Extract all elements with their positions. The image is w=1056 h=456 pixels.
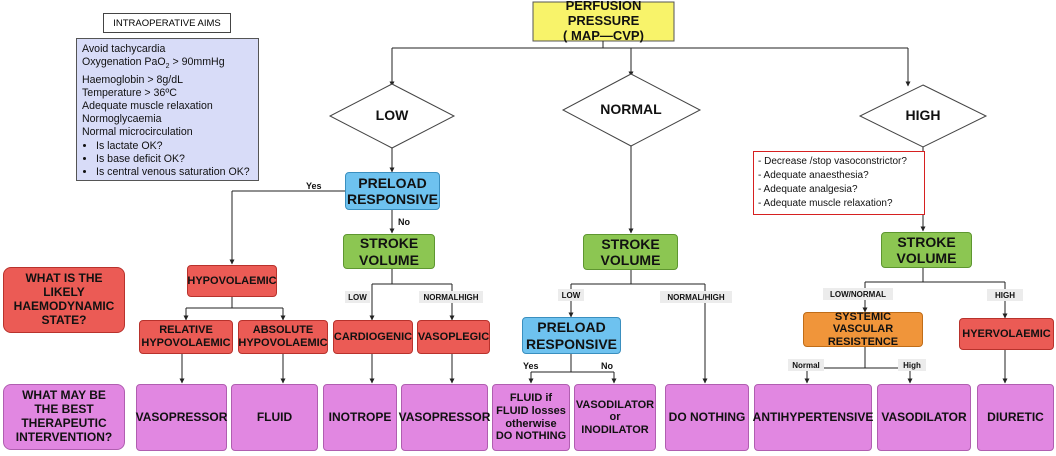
cardiogenic-node: CARDIOGENIC — [333, 320, 413, 354]
check-item: - Adequate muscle relaxation? — [758, 198, 893, 209]
node-line: SYSTEMIC VASCULAR — [832, 310, 894, 336]
aim-item: Haemoglobin > 8g/dL — [82, 73, 184, 86]
edge-tag-high: HIGH — [987, 289, 1023, 301]
aim-item: Normoglycaemia — [82, 113, 162, 126]
vasoplegic-node: VASOPLEGIC — [417, 320, 490, 354]
intervention-inotrope: INOTROPE — [323, 384, 397, 451]
edge-label-yes: Yes — [306, 181, 322, 191]
systemic-vascular-resistence-node: SYSTEMIC VASCULAR RESISTENCE — [803, 310, 923, 348]
node-line: RELATIVE — [159, 324, 213, 337]
intraoperative-aims-box: Avoid tachycardia Oxygenation PaO2 > 90m… — [76, 38, 259, 181]
intervention-line: DO NOTHING — [495, 430, 567, 443]
intervention-line: otherwise — [505, 417, 557, 430]
edge-tag-low-normal: LOW/NORMAL — [823, 288, 893, 300]
preload-responsive-node-2: PRELOAD RESPONSIVE — [522, 317, 621, 354]
intervention-line: VASODILATOR — [575, 398, 655, 411]
intraoperative-aims-title: INTRAOPERATIVE AIMS — [103, 13, 231, 33]
node-line: STROKE — [897, 233, 956, 250]
hypovolaemic-node: HYPOVOLAEMIC — [187, 265, 277, 297]
edge-label-no: No — [398, 217, 410, 227]
intervention-vasopressor-1: VASOPRESSOR — [136, 384, 227, 451]
intervention-diuretic: DIURETIC — [977, 384, 1054, 451]
perfusion-pressure-line1: PERFUSION PRESSURE — [565, 0, 642, 29]
node-line: PRELOAD — [537, 319, 606, 336]
stroke-volume-high-node: STROKE VOLUME — [881, 232, 972, 268]
node-line: VOLUME — [600, 252, 661, 268]
aim-item: Avoid tachycardia — [82, 43, 166, 55]
aim-bullet: Is base deficit OK? — [96, 153, 253, 166]
aim-item: Adequate muscle relaxation — [82, 99, 213, 112]
check-item: - Decrease /stop vasoconstrictor? — [758, 156, 907, 167]
intervention-vasopressor-2: VASOPRESSOR — [399, 384, 490, 451]
intervention-vasodilator-or-inodilator: VASODILATOR or INODILATOR — [574, 384, 656, 451]
intervention-fluid-if: FLUID if FLUID losses otherwise DO NOTHI… — [492, 384, 570, 451]
stroke-volume-low-node: STROKE VOLUME — [343, 234, 435, 269]
node-line: STROKE — [601, 235, 660, 252]
node-line: VOLUME — [896, 250, 957, 266]
decision-normal-label: NORMAL — [600, 101, 662, 117]
node-line: ABSOLUTE — [252, 324, 314, 337]
stroke-volume-normal-node: STROKE VOLUME — [583, 234, 678, 270]
intervention-label-line: THERAPEUTIC — [21, 416, 107, 430]
decision-low-label: LOW — [375, 107, 409, 123]
state-label-line: LIKELY — [43, 285, 85, 300]
intervention-row-label: WHAT MAY BE THE BEST THERAPEUTIC INTERVE… — [3, 384, 125, 450]
intervention-line: INODILATOR — [581, 423, 649, 436]
node-line: HYPOVOLAEMIC — [141, 337, 231, 349]
intervention-label-line: INTERVENTION? — [15, 429, 113, 444]
preload-responsive-node: PRELOAD RESPONSIVE — [345, 172, 440, 210]
intervention-line: or — [609, 411, 621, 424]
absolute-hypovolaemic-node: ABSOLUTE HYPOVOLAEMIC — [238, 320, 328, 354]
perfusion-pressure-label: PERFUSION PRESSURE ( MAP—CVP) — [533, 0, 674, 43]
intervention-label-line: WHAT MAY BE — [22, 388, 106, 403]
node-line: VOLUME — [359, 251, 419, 268]
intervention-fluid: FLUID — [231, 384, 318, 451]
node-line: PRELOAD — [358, 174, 427, 191]
perfusion-pressure-box — [532, 1, 675, 42]
state-label-line: STATE? — [41, 312, 87, 327]
perfusion-pressure-line2: ( MAP—CVP) — [563, 27, 644, 43]
aim-item: Normal microcirculation — [82, 126, 193, 139]
edge-tag-normal-small: Normal — [788, 359, 824, 371]
node-line: RESPONSIVE — [346, 191, 439, 207]
decision-high-label: HIGH — [905, 107, 941, 123]
edge-tag-low-2: LOW — [558, 289, 584, 301]
edge-tag-low: LOW — [345, 291, 370, 303]
intervention-line: FLUID if — [509, 392, 553, 405]
aim-item: Oxygenation PaO2 > 90mmHg — [82, 56, 225, 71]
intervention-antihypertensive: ANTIHYPERTENSIVE — [753, 384, 873, 451]
node-line: RESISTENCE — [827, 335, 899, 348]
node-line: STROKE — [359, 235, 419, 252]
edge-label-yes-2: Yes — [523, 361, 539, 371]
aim-bullet: Is lactate OK? — [96, 140, 253, 153]
edge-tag-high-small: High — [898, 359, 926, 371]
aim-bullet: Is central venous saturation OK? — [96, 166, 253, 179]
state-row-label: WHAT IS THE LIKELY HAEMODYNAMIC STATE? — [3, 267, 125, 333]
state-label-line: HAEMODYNAMIC — [13, 299, 115, 313]
intervention-line: FLUID losses — [496, 404, 566, 417]
edge-label-no-2: No — [601, 361, 613, 371]
node-line: HYPOVOLAEMIC — [238, 337, 328, 349]
hyervolaemic-node: HYERVOLAEMIC — [959, 318, 1054, 350]
edge-tag-normalhigh: NORMALHIGH — [419, 291, 483, 303]
intervention-do-nothing: DO NOTHING — [665, 384, 749, 451]
state-label-line: WHAT IS THE — [25, 271, 103, 286]
node-line: RESPONSIVE — [525, 335, 618, 352]
check-item: - Adequate analgesia? — [758, 184, 858, 195]
relative-hypovolaemic-node: RELATIVE HYPOVOLAEMIC — [139, 320, 233, 354]
aim-bullet-list: Is lactate OK? Is base deficit OK? Is ce… — [82, 140, 253, 180]
high-checks-box: - Decrease /stop vasoconstrictor? - Adeq… — [753, 151, 925, 215]
edge-tag-normal-high-2: NORMAL/HIGH — [660, 291, 732, 303]
intervention-vasodilator: VASODILATOR — [877, 384, 971, 451]
aim-item: Temperature > 36ºC — [82, 86, 177, 99]
intervention-label-line: THE BEST — [34, 402, 94, 417]
check-item: - Adequate anaesthesia? — [758, 170, 869, 181]
